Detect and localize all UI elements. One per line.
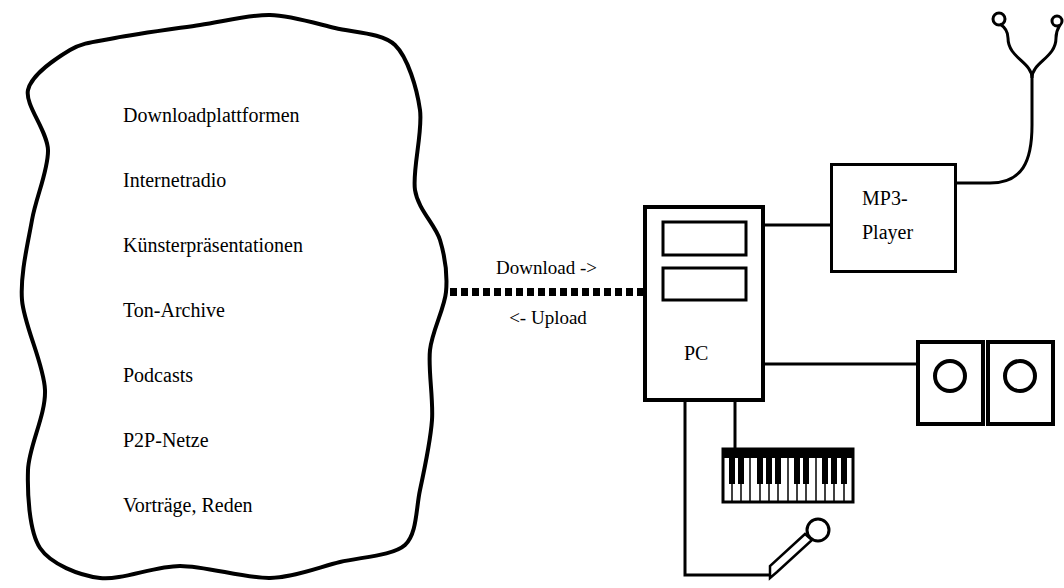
source-item: Vorträge, Reden bbox=[123, 488, 253, 522]
earphone-cable bbox=[957, 78, 1032, 183]
earphone-cable bbox=[1032, 38, 1056, 78]
speaker-cone bbox=[1005, 361, 1035, 391]
cable-link bbox=[765, 224, 830, 227]
speaker-box bbox=[918, 342, 983, 424]
wire bbox=[734, 402, 737, 449]
microphone-handle bbox=[770, 534, 812, 578]
cloud-region: DownloadplattformenInternetradioKünsterp… bbox=[20, 12, 450, 587]
microphone bbox=[770, 519, 829, 578]
speaker-wire bbox=[765, 364, 918, 365]
box-label: PC bbox=[684, 336, 708, 370]
earbud bbox=[993, 13, 1005, 25]
speakers bbox=[918, 342, 1053, 424]
wire bbox=[685, 402, 772, 575]
microphone-wire bbox=[685, 402, 772, 575]
keyboard bbox=[723, 449, 853, 502]
drive-bays bbox=[663, 222, 746, 300]
earphones bbox=[957, 13, 1062, 183]
speaker-box bbox=[988, 342, 1053, 424]
wire bbox=[765, 363, 918, 366]
source-item: Podcasts bbox=[123, 358, 193, 392]
white-keys bbox=[732, 458, 844, 502]
black-keys bbox=[729, 458, 847, 484]
drive-bay bbox=[663, 222, 746, 255]
source-item: Internetradio bbox=[123, 163, 226, 197]
earbud bbox=[1052, 16, 1062, 26]
device-box: MP3- Player bbox=[830, 163, 957, 273]
edge-label: Download -> bbox=[493, 257, 600, 279]
drive-bay bbox=[663, 268, 746, 300]
microphone-head bbox=[807, 519, 829, 541]
cloud-outline bbox=[22, 15, 447, 578]
earphone-cable bbox=[1008, 38, 1032, 78]
source-item: Ton-Archive bbox=[123, 293, 225, 327]
source-item: Downloadplattformen bbox=[123, 98, 300, 132]
speaker-cone bbox=[935, 361, 965, 391]
direction-label: <- Upload bbox=[506, 307, 590, 329]
keyboard-body bbox=[723, 449, 853, 502]
pc-box: PC bbox=[643, 205, 765, 402]
source-item: Künsterpräsentationen bbox=[123, 228, 303, 262]
source-item: P2P-Netze bbox=[123, 423, 209, 457]
box-label: MP3- Player bbox=[862, 181, 940, 249]
keyboard-wire bbox=[735, 402, 736, 449]
network-link bbox=[450, 288, 643, 296]
keyboard-top bbox=[723, 449, 853, 458]
